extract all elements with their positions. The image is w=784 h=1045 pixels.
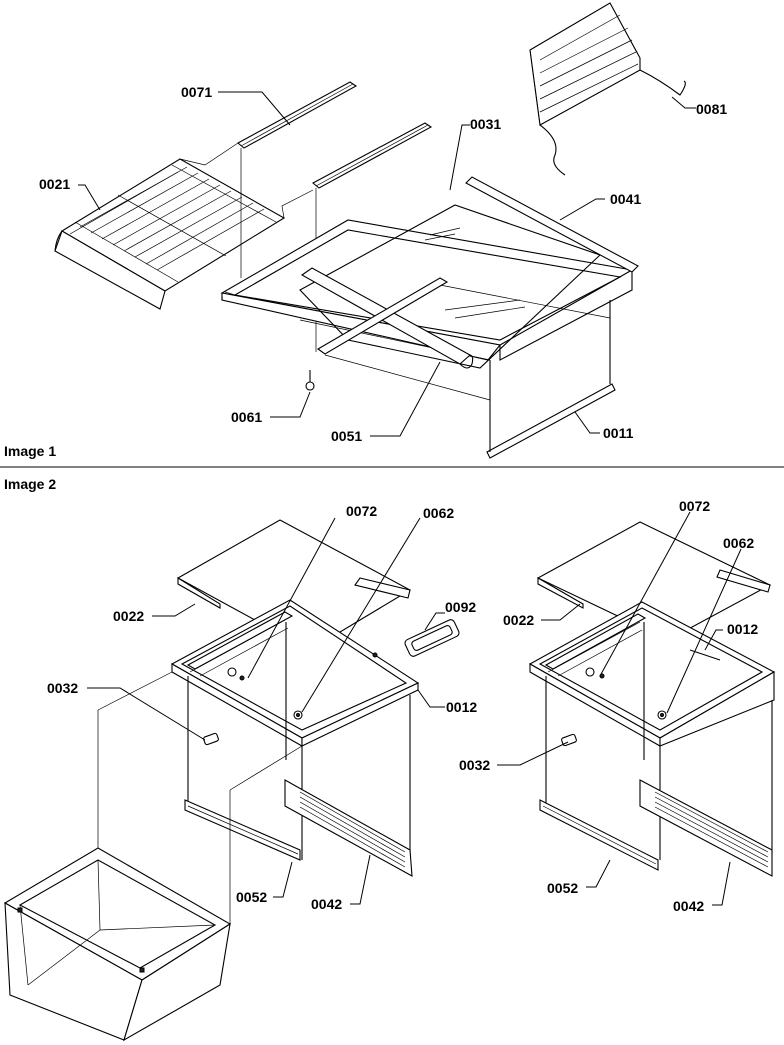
- callout-0011: 0011: [603, 425, 634, 441]
- callout-0062-right: 0062: [723, 535, 754, 551]
- front-trim-0051: [300, 267, 474, 369]
- callout-0021: 0021: [39, 176, 70, 192]
- callout-0092: 0092: [445, 599, 476, 615]
- callout-0052-right: 0052: [547, 880, 578, 896]
- callout-0022-left: 0022: [113, 608, 144, 624]
- callout-0012-left: 0012: [446, 699, 477, 715]
- image-2-right-drawing: [528, 521, 776, 877]
- leader-lines-image-2: [87, 511, 742, 906]
- callout-0051: 0051: [331, 428, 362, 444]
- glass-shelf-0031: [299, 204, 602, 369]
- callout-0012-right: 0012: [727, 621, 758, 637]
- callout-0062-left: 0062: [423, 505, 454, 521]
- callout-0042-left: 0042: [311, 896, 342, 912]
- wire-shelf-0021: [54, 158, 286, 310]
- callout-0081: 0081: [696, 101, 727, 117]
- callout-0071: 0071: [181, 84, 212, 100]
- callout-0022-right: 0022: [503, 612, 534, 628]
- section-title-image-2: Image 2: [4, 476, 56, 492]
- wire-divider-0081: [529, 2, 686, 176]
- callout-0041: 0041: [610, 191, 641, 207]
- crisper-drawer: [3, 847, 232, 1042]
- screw-0061: [305, 370, 315, 391]
- callouts-image-1: 0071 0021 0031 0081 0041 0061 0051 0011: [39, 84, 727, 444]
- rear-trim-0041: [465, 176, 639, 273]
- clip-0092: [404, 619, 460, 657]
- callout-0052-left: 0052: [236, 889, 267, 905]
- callout-0072-left: 0072: [346, 503, 377, 519]
- callouts-image-2-left: 0072 0062 0092 0022 0032 0012 0052 0042: [47, 503, 477, 912]
- leader-lines-image-1: [78, 91, 696, 437]
- image-1-drawing: 0071 0021 0031 0081 0041 0061 0051 0011: [39, 2, 727, 459]
- rail-right-right-0042: [639, 779, 773, 877]
- callouts-image-2-right: 0072 0062 0022 0012 0032 0052 0042: [459, 498, 758, 914]
- section-title-image-1: Image 1: [4, 443, 56, 459]
- callout-0031: 0031: [470, 116, 501, 132]
- callout-0072-right: 0072: [679, 498, 710, 514]
- callout-0042-right: 0042: [673, 898, 704, 914]
- callout-0032-right: 0032: [459, 757, 490, 773]
- rail-right-0042: [284, 779, 413, 877]
- callout-0061: 0061: [231, 409, 262, 425]
- callout-0032-left: 0032: [47, 680, 78, 696]
- image-2-left-drawing: [3, 519, 460, 1042]
